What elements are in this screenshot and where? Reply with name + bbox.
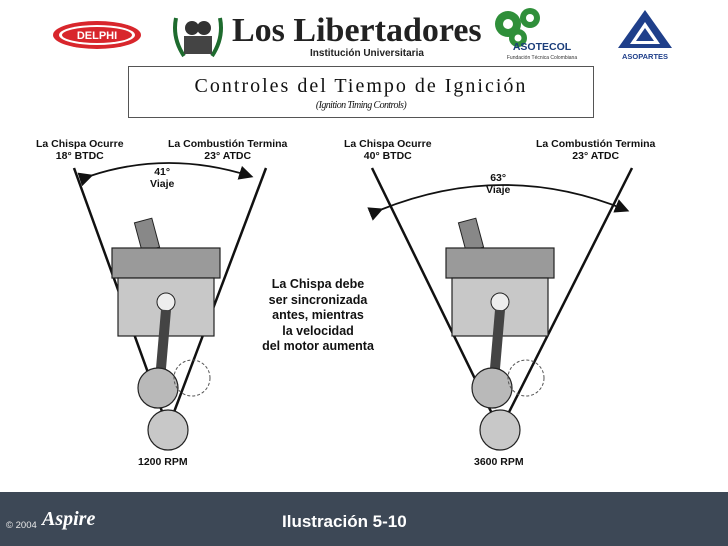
ignition-diagram [72, 162, 634, 451]
crank-right [471, 367, 513, 409]
rpm-label-right: 3600 RPM [474, 456, 524, 468]
delphi-logo-text: DELPHI [77, 30, 117, 42]
page-title: Controles del Tiempo de Ignición [194, 75, 528, 97]
crank-ghost-left [173, 359, 211, 397]
asopartes-name: ASOPARTES [622, 52, 668, 61]
asotecol-subtitle: Fundación Técnica Colombiana [507, 55, 577, 61]
travel-arc-left [77, 162, 254, 187]
title-box: Controles del Tiempo de Ignición (Igniti… [128, 66, 594, 118]
crankshaft-left [147, 409, 189, 451]
piston-pin-left [156, 292, 176, 312]
logo-bar: DELPHI Los Libertadores Institución Univ… [0, 0, 728, 68]
footer-bar: © 2004 Aspire Ilustración 5-10 [0, 492, 728, 546]
libertadores-name: Los Libertadores [232, 12, 482, 49]
delphi-logo: DELPHI [53, 21, 141, 49]
spark-plug-icon-right [457, 217, 485, 253]
combustion-timing-line-left [166, 167, 268, 429]
libertadores-subtitle: Institución Universitaria [310, 48, 424, 59]
spark-plug-icon-left [133, 217, 161, 253]
crankshaft-right [479, 409, 521, 451]
travel-label-left: 41°Viaje [150, 166, 175, 190]
aspire-logo: Aspire [42, 508, 96, 530]
engine-diagram-left [72, 162, 268, 451]
crank-ghost-right [507, 359, 545, 397]
copyright-text: © 2004 [6, 520, 37, 531]
cylinder-head-left [111, 247, 221, 279]
asotecol-logo: ASOTECOL Fundación Técnica Colombiana [495, 8, 577, 61]
libertadores-logo: Los Libertadores Institución Universitar… [170, 8, 482, 64]
piston-pin-right [490, 292, 510, 312]
cylinder-head-right [445, 247, 555, 279]
asopartes-logo: ASOPARTES [618, 10, 672, 61]
crank-left [137, 367, 179, 409]
travel-arc-right [367, 184, 630, 221]
asotecol-name: ASOTECOL [513, 41, 572, 53]
engine-diagram-right [367, 167, 634, 451]
page-subtitle: (Ignition Timing Controls) [315, 100, 407, 111]
illustration-number: Ilustración 5-10 [282, 512, 407, 531]
rpm-label-left: 1200 RPM [138, 456, 188, 468]
travel-label-right: 63°Viaje [486, 172, 511, 196]
libertadores-emblem-icon [173, 17, 223, 58]
